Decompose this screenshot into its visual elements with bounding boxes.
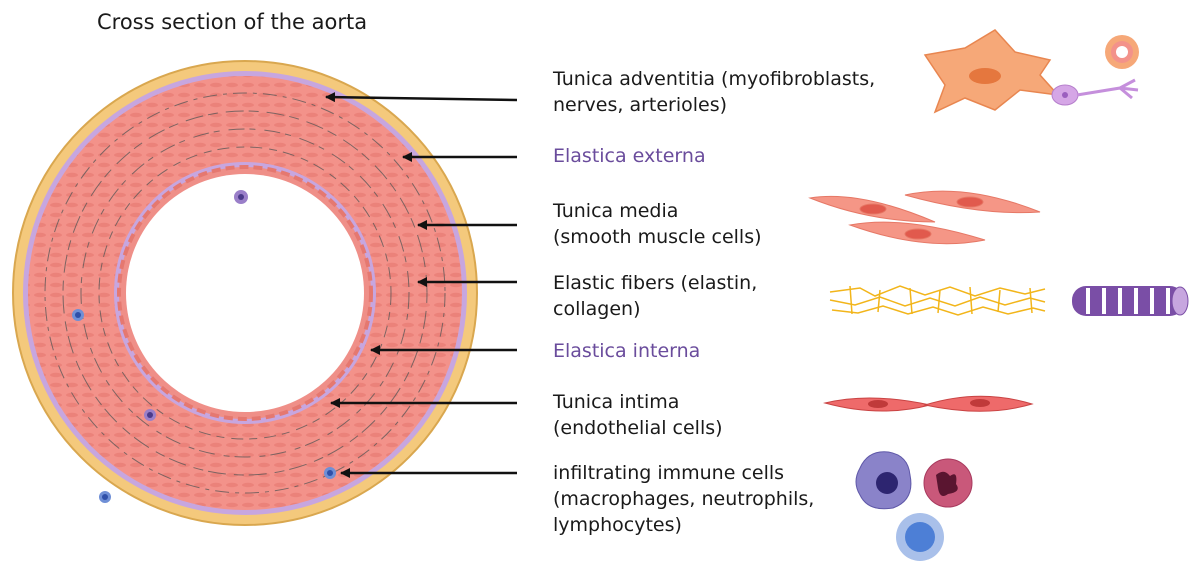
lumen xyxy=(126,174,364,412)
neuron-icon xyxy=(1052,80,1138,105)
arteriole-icon xyxy=(1105,35,1139,69)
label-tunica-intima: Tunica intima (endothelial cells) xyxy=(553,389,723,441)
label-tunica-adventitia: Tunica adventitia (myofibroblasts, nerve… xyxy=(553,66,875,118)
endothelial-cells-icon xyxy=(825,396,1032,411)
label-elastica-externa: Elastica externa xyxy=(553,143,706,169)
elastin-fibers-icon xyxy=(830,286,1045,315)
collagen-icon xyxy=(1072,286,1188,316)
myofibroblast-icon xyxy=(925,30,1058,112)
smooth-muscle-cells-icon xyxy=(810,191,1040,244)
label-tunica-media: Tunica media (smooth muscle cells) xyxy=(553,198,762,250)
neutrophil-icon xyxy=(924,459,972,507)
lymphocyte-icon xyxy=(896,513,944,561)
label-elastica-interna: Elastica interna xyxy=(553,338,700,364)
label-infiltrating-immune-cells: infiltrating immune cells (macrophages, … xyxy=(553,460,814,538)
aorta-cross-section xyxy=(13,61,477,525)
macrophage-icon xyxy=(856,452,911,509)
label-elastic-fibers: Elastic fibers (elastin, collagen) xyxy=(553,270,757,322)
